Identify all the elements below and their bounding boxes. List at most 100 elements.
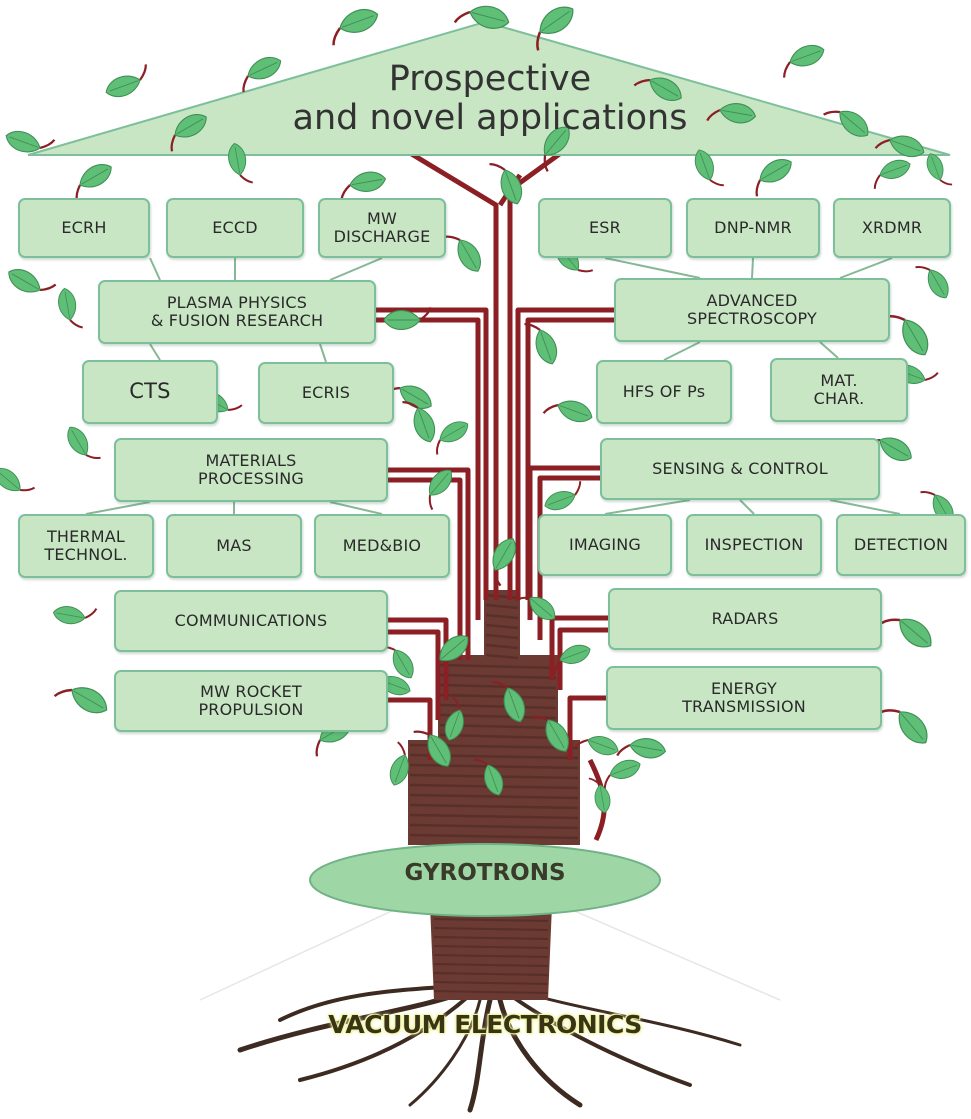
- leaf-icon: [53, 687, 108, 714]
- bark-stripe: [409, 833, 579, 840]
- bark-stripe: [409, 803, 579, 810]
- node-inspection: INSPECTION: [686, 514, 822, 576]
- leaf-icon: [706, 103, 757, 124]
- branch-10: [527, 465, 600, 620]
- leaf-icon: [443, 235, 481, 272]
- node-hfs-of-ps: HFS OF Ps: [596, 360, 732, 424]
- branch-12: [388, 617, 449, 700]
- bark-stripe: [439, 663, 557, 670]
- bark-stripe: [439, 673, 557, 680]
- branch-15: [557, 627, 608, 690]
- node-dnp-nmr: DNP-NMR: [686, 198, 820, 258]
- leaf-icon: [881, 709, 928, 744]
- leaf-icon: [603, 759, 641, 789]
- leaf-icon: [453, 5, 510, 29]
- node-med-bio: MED&BIO: [314, 514, 450, 578]
- leaf-icon: [531, 715, 569, 752]
- leaf-icon: [444, 696, 464, 741]
- leaf-icon: [435, 421, 469, 455]
- bark-stripe: [433, 927, 549, 931]
- leaf-icon: [544, 481, 582, 511]
- leaf-icon: [616, 738, 667, 759]
- bark-stripe: [409, 793, 579, 800]
- leaf-icon: [489, 163, 523, 205]
- leaf-icon: [574, 736, 619, 756]
- connector-line: [604, 499, 691, 515]
- node-materials-processing: MATERIALS PROCESSING: [114, 438, 388, 502]
- leaf-icon: [514, 596, 556, 621]
- branch-17: [567, 695, 606, 760]
- connector-line: [819, 341, 839, 359]
- branch-4: [376, 307, 489, 600]
- leaf-icon: [52, 606, 98, 625]
- node-mat-char: MAT. CHAR.: [770, 358, 908, 422]
- bark-stripe: [409, 813, 579, 820]
- leaf-icon: [492, 681, 526, 723]
- root-4: [497, 997, 583, 1108]
- leaf-icon: [588, 777, 611, 814]
- connector-line: [149, 257, 161, 281]
- bark-stripe: [439, 733, 557, 740]
- bark-stripe: [433, 918, 549, 922]
- bark-stripe: [409, 763, 579, 770]
- leaf-icon: [553, 644, 591, 674]
- branch-11: [537, 475, 600, 640]
- leaf-icon: [105, 64, 147, 98]
- connector-line: [663, 341, 701, 361]
- node-mw-discharge: MW DISCHARGE: [318, 198, 446, 258]
- connector-line: [85, 501, 151, 515]
- bark-stripe: [485, 613, 519, 620]
- leaf-icon: [915, 265, 949, 299]
- bark-stripe: [433, 963, 549, 967]
- leaf-icon: [543, 126, 570, 172]
- leaf-icon: [437, 635, 469, 678]
- branch-1: [403, 147, 499, 600]
- root-3: [408, 998, 482, 1107]
- leaf-icon: [542, 400, 593, 423]
- leaf-icon: [170, 114, 207, 152]
- branch-13: [388, 629, 441, 720]
- bark-stripe: [485, 633, 519, 640]
- bark-stripe: [485, 623, 519, 630]
- branch-6: [515, 307, 614, 600]
- leaf-icon: [8, 269, 57, 293]
- node-cts: CTS: [82, 360, 218, 424]
- bark-stripe: [485, 593, 519, 600]
- gyrotrons-ellipse: [309, 843, 661, 917]
- node-xrdmr: XRDMR: [833, 198, 951, 258]
- bark-stripe: [439, 693, 557, 700]
- connector-line: [604, 257, 701, 279]
- leaf-icon: [783, 44, 825, 78]
- leaf-icon: [694, 149, 724, 187]
- node-mas: MAS: [166, 514, 302, 578]
- connector-line: [329, 257, 383, 281]
- leaf-icon: [67, 426, 101, 460]
- connector-line: [739, 499, 755, 515]
- leaf-icon: [874, 135, 925, 158]
- bark-stripe: [433, 945, 549, 949]
- bark-stripe: [485, 653, 519, 660]
- bark-stripe: [433, 981, 549, 985]
- node-detection: DETECTION: [836, 514, 966, 576]
- node-plasma-physics: PLASMA PHYSICS & FUSION RESEARCH: [98, 280, 376, 344]
- bark-stripe: [433, 954, 549, 958]
- node-esr: ESR: [538, 198, 672, 258]
- leaf-icon: [755, 159, 792, 197]
- leaf-icon: [228, 142, 253, 184]
- leaf-icon: [242, 56, 282, 93]
- leaf-icon: [75, 164, 112, 202]
- leaf-icon: [886, 314, 929, 356]
- connector-line: [751, 257, 754, 279]
- node-energy-transmission: ENERGY TRANSMISSION: [606, 666, 882, 730]
- leaf-icon: [340, 171, 387, 200]
- leaf-icon: [402, 401, 436, 443]
- leaf-icon: [389, 741, 409, 786]
- gyrotrons-label: GYROTRONS: [404, 860, 566, 886]
- node-radars: RADARS: [608, 588, 882, 650]
- bark-stripe: [409, 823, 579, 830]
- root-5: [508, 993, 692, 1087]
- leaf-icon: [873, 159, 911, 189]
- leaf-icon: [823, 110, 869, 137]
- root-2: [298, 993, 472, 1082]
